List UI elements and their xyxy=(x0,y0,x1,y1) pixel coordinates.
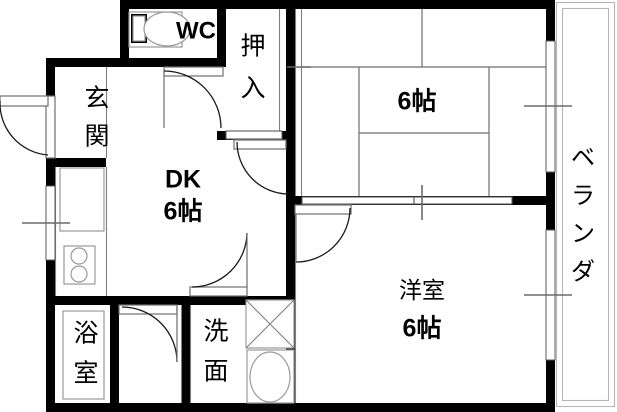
tatami-grid xyxy=(302,9,546,196)
label-veranda-line-4: ダ xyxy=(571,258,595,285)
label-veranda: ベ ラ ン ダ xyxy=(571,144,595,285)
label-yoshitsu-line-1: 洋室 xyxy=(399,277,445,303)
label-genkan-line-2: 関 xyxy=(84,123,109,151)
western-room-door[interactable] xyxy=(294,204,352,263)
label-yokushitsu-line-2: 室 xyxy=(73,360,98,388)
dk-hall-door[interactable] xyxy=(233,139,290,195)
label-dk: DK 6帖 xyxy=(164,166,203,226)
oshiire-sliding-door[interactable] xyxy=(225,130,283,140)
wash-basin xyxy=(246,349,295,404)
label-dk-line-2: 6帖 xyxy=(164,198,203,226)
label-veranda-line-1: ベ xyxy=(571,144,595,171)
label-senmen-line-1: 洗 xyxy=(203,318,228,346)
label-yokushitsu: 浴 室 xyxy=(73,320,98,388)
label-genkan-line-1: 玄 xyxy=(84,85,109,113)
label-washitsu: 6帖 xyxy=(398,88,437,116)
label-oshiire-line-1: 押 xyxy=(240,33,265,61)
label-senmen: 洗 面 xyxy=(203,318,228,386)
toilet-fixture xyxy=(128,11,191,48)
wc-door[interactable] xyxy=(163,66,224,129)
label-oshiire: 押 入 xyxy=(240,33,265,103)
washitsu-window xyxy=(287,66,423,220)
label-genkan: 玄 関 xyxy=(84,85,109,151)
label-oshiire-line-2: 入 xyxy=(240,75,265,103)
bathroom-door[interactable] xyxy=(118,304,178,363)
label-veranda-line-3: ン xyxy=(571,220,595,247)
washing-machine-pan xyxy=(245,299,295,349)
label-yoshitsu: 洋室 6帖 xyxy=(399,277,445,343)
label-yokushitsu-line-1: 浴 xyxy=(73,320,98,348)
label-dk-line-1: DK xyxy=(165,166,201,194)
washitsu-sliding-door[interactable] xyxy=(301,196,513,205)
entrance-door[interactable] xyxy=(0,95,56,159)
washroom-door[interactable] xyxy=(189,232,248,297)
label-senmen-line-2: 面 xyxy=(203,358,228,386)
label-yoshitsu-line-2: 6帖 xyxy=(403,315,442,343)
label-wc: WC xyxy=(176,17,216,44)
kitchen-counter xyxy=(59,167,105,285)
balcony-outline xyxy=(555,1,616,408)
label-veranda-line-2: ラ xyxy=(571,182,595,209)
veranda-window-lower xyxy=(524,229,572,361)
kitchen-window xyxy=(22,185,70,261)
veranda-window-upper xyxy=(524,40,572,173)
